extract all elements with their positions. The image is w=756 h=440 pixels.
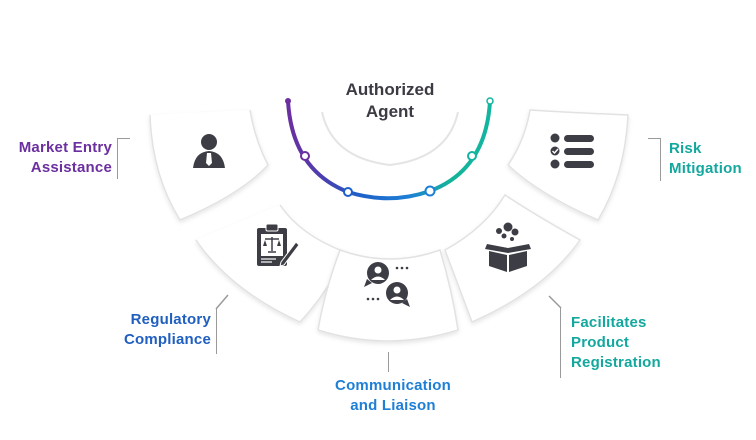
checklist-icon bbox=[550, 133, 594, 169]
label-regulatory-line1: Regulatory bbox=[130, 311, 211, 328]
bracket-product-registration bbox=[560, 308, 561, 378]
arc-node-blue bbox=[343, 187, 353, 197]
bracket-product-registration-tick bbox=[548, 295, 562, 309]
label-risk: Risk Mitigation bbox=[669, 139, 756, 179]
arc-node-start bbox=[285, 98, 291, 104]
center-title-line2: Agent bbox=[365, 102, 415, 121]
clipboard-scales-icon bbox=[257, 223, 300, 267]
label-market-entry-line2: Assistance bbox=[30, 159, 112, 176]
label-communication-line2: and Liaison bbox=[350, 397, 436, 414]
label-risk-line2: Mitigation bbox=[669, 160, 742, 177]
center-inner-arc bbox=[321, 111, 459, 167]
bracket-regulatory bbox=[216, 308, 217, 354]
label-regulatory-line2: Compliance bbox=[123, 331, 211, 348]
arc-node-purple bbox=[300, 151, 310, 161]
person-tie-icon bbox=[193, 134, 225, 168]
label-product-registration-line1: Facilitates bbox=[571, 314, 647, 331]
label-product-registration-line3: Registration bbox=[571, 354, 661, 371]
label-regulatory: Regulatory Compliance bbox=[100, 310, 211, 350]
arc-node-blue2 bbox=[424, 185, 436, 197]
bracket-risk bbox=[648, 138, 661, 181]
arc-node-end bbox=[486, 97, 494, 105]
center-title-line1: Authorized bbox=[345, 80, 435, 99]
label-market-entry-line1: Market Entry bbox=[18, 139, 112, 156]
bracket-regulatory-tick bbox=[215, 294, 229, 310]
bracket-market-entry bbox=[117, 138, 130, 179]
label-product-registration-line2: Product bbox=[571, 334, 630, 351]
label-communication: Communication and Liaison bbox=[300, 376, 486, 416]
arc-node-teal bbox=[467, 151, 477, 161]
bracket-communication bbox=[388, 352, 389, 372]
open-box-icon bbox=[485, 222, 531, 272]
label-risk-line1: Risk bbox=[669, 140, 702, 157]
center-title: Authorized Agent bbox=[325, 79, 455, 123]
label-communication-line1: Communication bbox=[335, 377, 451, 394]
label-market-entry: Market Entry Assistance bbox=[0, 138, 112, 178]
label-product-registration: Facilitates Product Registration bbox=[571, 313, 691, 373]
chat-people-icon bbox=[364, 262, 410, 307]
